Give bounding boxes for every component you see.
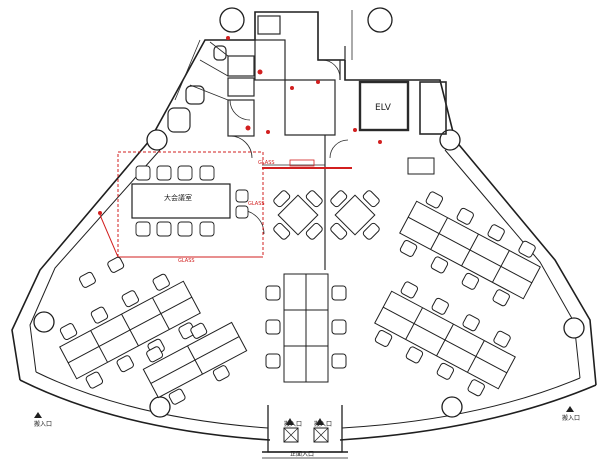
structural-columns (33, 7, 585, 418)
meeting-room-label: 大会議室 (164, 193, 192, 202)
glass-label-vertical: GLASS (248, 201, 265, 207)
elevator-label: ELV (375, 103, 392, 113)
side-entrance-label-left: 搬入口 (34, 420, 52, 428)
meeting-chairs (135, 165, 249, 237)
glass-partition: GLASS GLASS (248, 159, 352, 207)
glass-label-left: GLASS (178, 258, 195, 264)
right-desks (374, 157, 541, 397)
core-area (167, 10, 447, 270)
left-desks (59, 256, 248, 405)
building-outline (11, 11, 597, 459)
entrance-arrow-icon (286, 418, 294, 425)
reception-counter (407, 157, 435, 175)
side-entrance-label-right: 搬入口 (562, 414, 580, 422)
front-entrance-label: 正面入口 (290, 451, 314, 458)
glass-label-top: GLASS (258, 160, 275, 166)
red-markers (98, 36, 382, 215)
entrance-arrow-icon (316, 418, 324, 425)
lounge-tables (273, 190, 380, 240)
entrance-label-right: 搬入口 (314, 420, 332, 428)
meeting-table (131, 183, 231, 219)
meeting-room: 大会議室 GLASS (99, 151, 264, 264)
center-desks (265, 273, 347, 383)
entrance-label-left: 搬入口 (284, 420, 302, 428)
side-entrance-arrow-icon (566, 406, 574, 412)
side-entrance-arrow-icon (34, 412, 42, 418)
entrances: 搬入口 搬入口 正面入口 搬入口 搬入口 (34, 406, 580, 458)
